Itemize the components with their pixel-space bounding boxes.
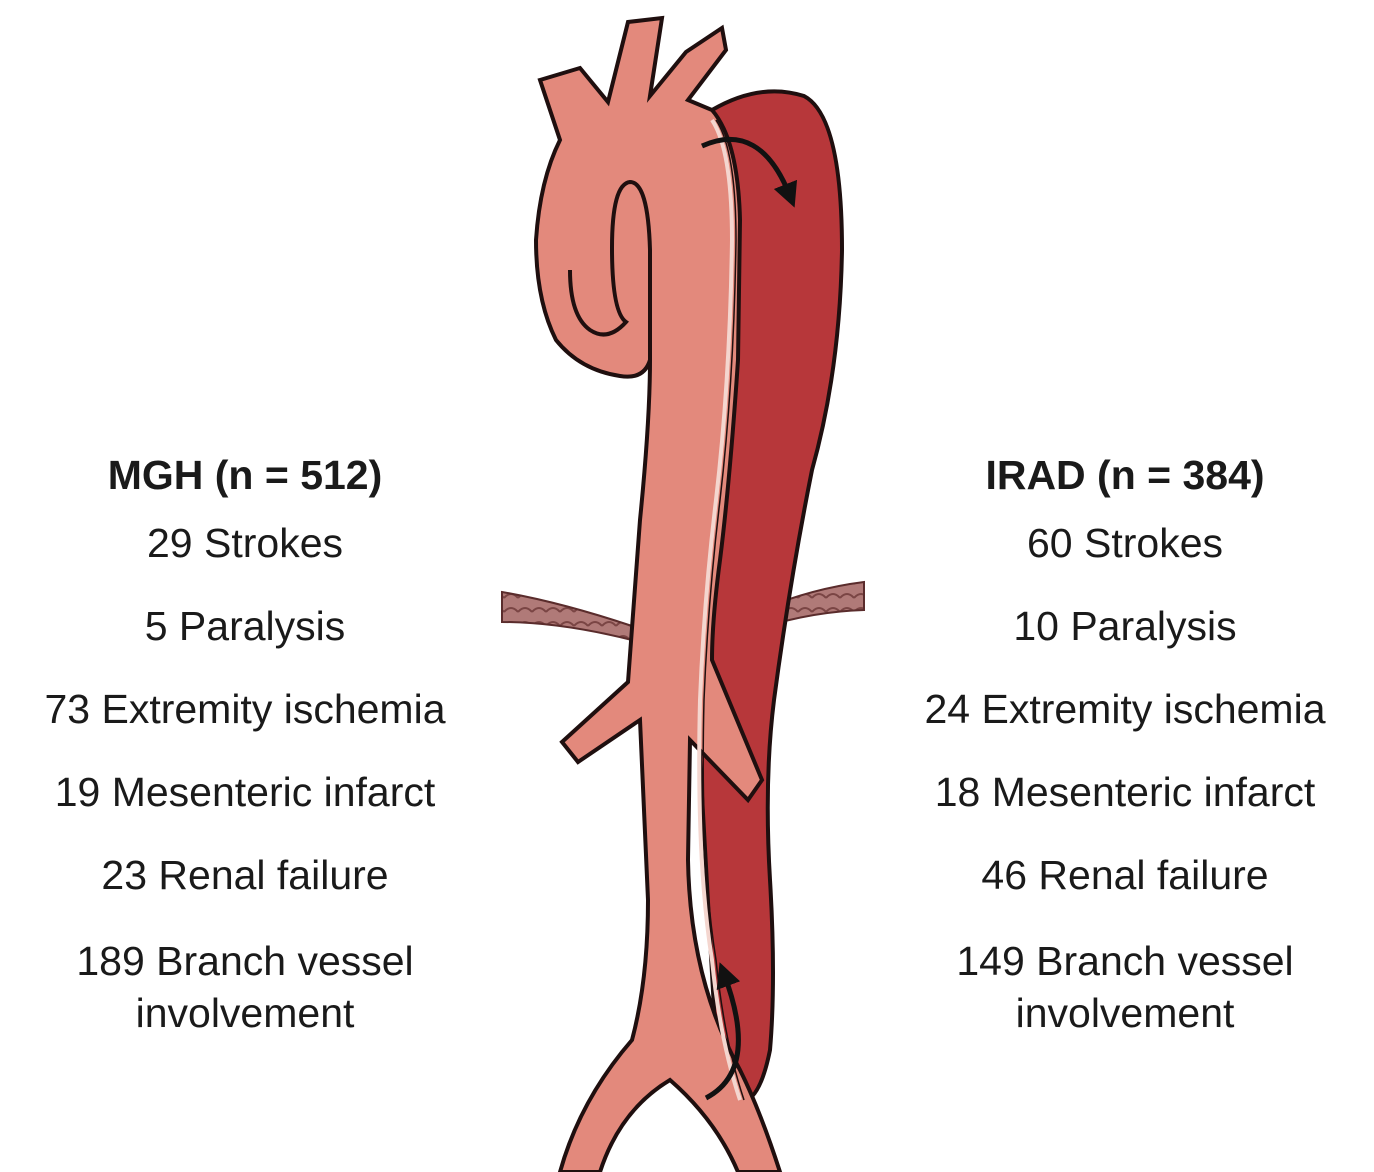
mgh-title: MGH (n = 512): [0, 452, 490, 498]
mgh-branch-vessel-line1: 189 Branch vessel: [0, 935, 490, 987]
irad-branch-vessel-line2: involvement: [880, 987, 1370, 1039]
mgh-extremity-ischemia: 73 Extremity ischemia: [0, 686, 490, 732]
irad-column: IRAD (n = 384) 60 Strokes 10 Paralysis 2…: [880, 452, 1370, 1076]
mgh-branch-vessel-line2: involvement: [0, 987, 490, 1039]
irad-renal-failure: 46 Renal failure: [880, 852, 1370, 898]
mgh-paralysis: 5 Paralysis: [0, 603, 490, 649]
mgh-column: MGH (n = 512) 29 Strokes 5 Paralysis 73 …: [0, 452, 490, 1076]
irad-branch-vessel: 149 Branch vessel involvement: [880, 935, 1370, 1039]
mgh-mesenteric-infarct: 19 Mesenteric infarct: [0, 769, 490, 815]
irad-title: IRAD (n = 384): [880, 452, 1370, 498]
irad-strokes: 60 Strokes: [880, 520, 1370, 566]
irad-paralysis: 10 Paralysis: [880, 603, 1370, 649]
diaphragm-left: [502, 592, 632, 640]
irad-branch-vessel-line1: 149 Branch vessel: [880, 935, 1370, 987]
irad-mesenteric-infarct: 18 Mesenteric infarct: [880, 769, 1370, 815]
mgh-renal-failure: 23 Renal failure: [0, 852, 490, 898]
mgh-branch-vessel: 189 Branch vessel involvement: [0, 935, 490, 1039]
mgh-strokes: 29 Strokes: [0, 520, 490, 566]
irad-extremity-ischemia: 24 Extremity ischemia: [880, 686, 1370, 732]
